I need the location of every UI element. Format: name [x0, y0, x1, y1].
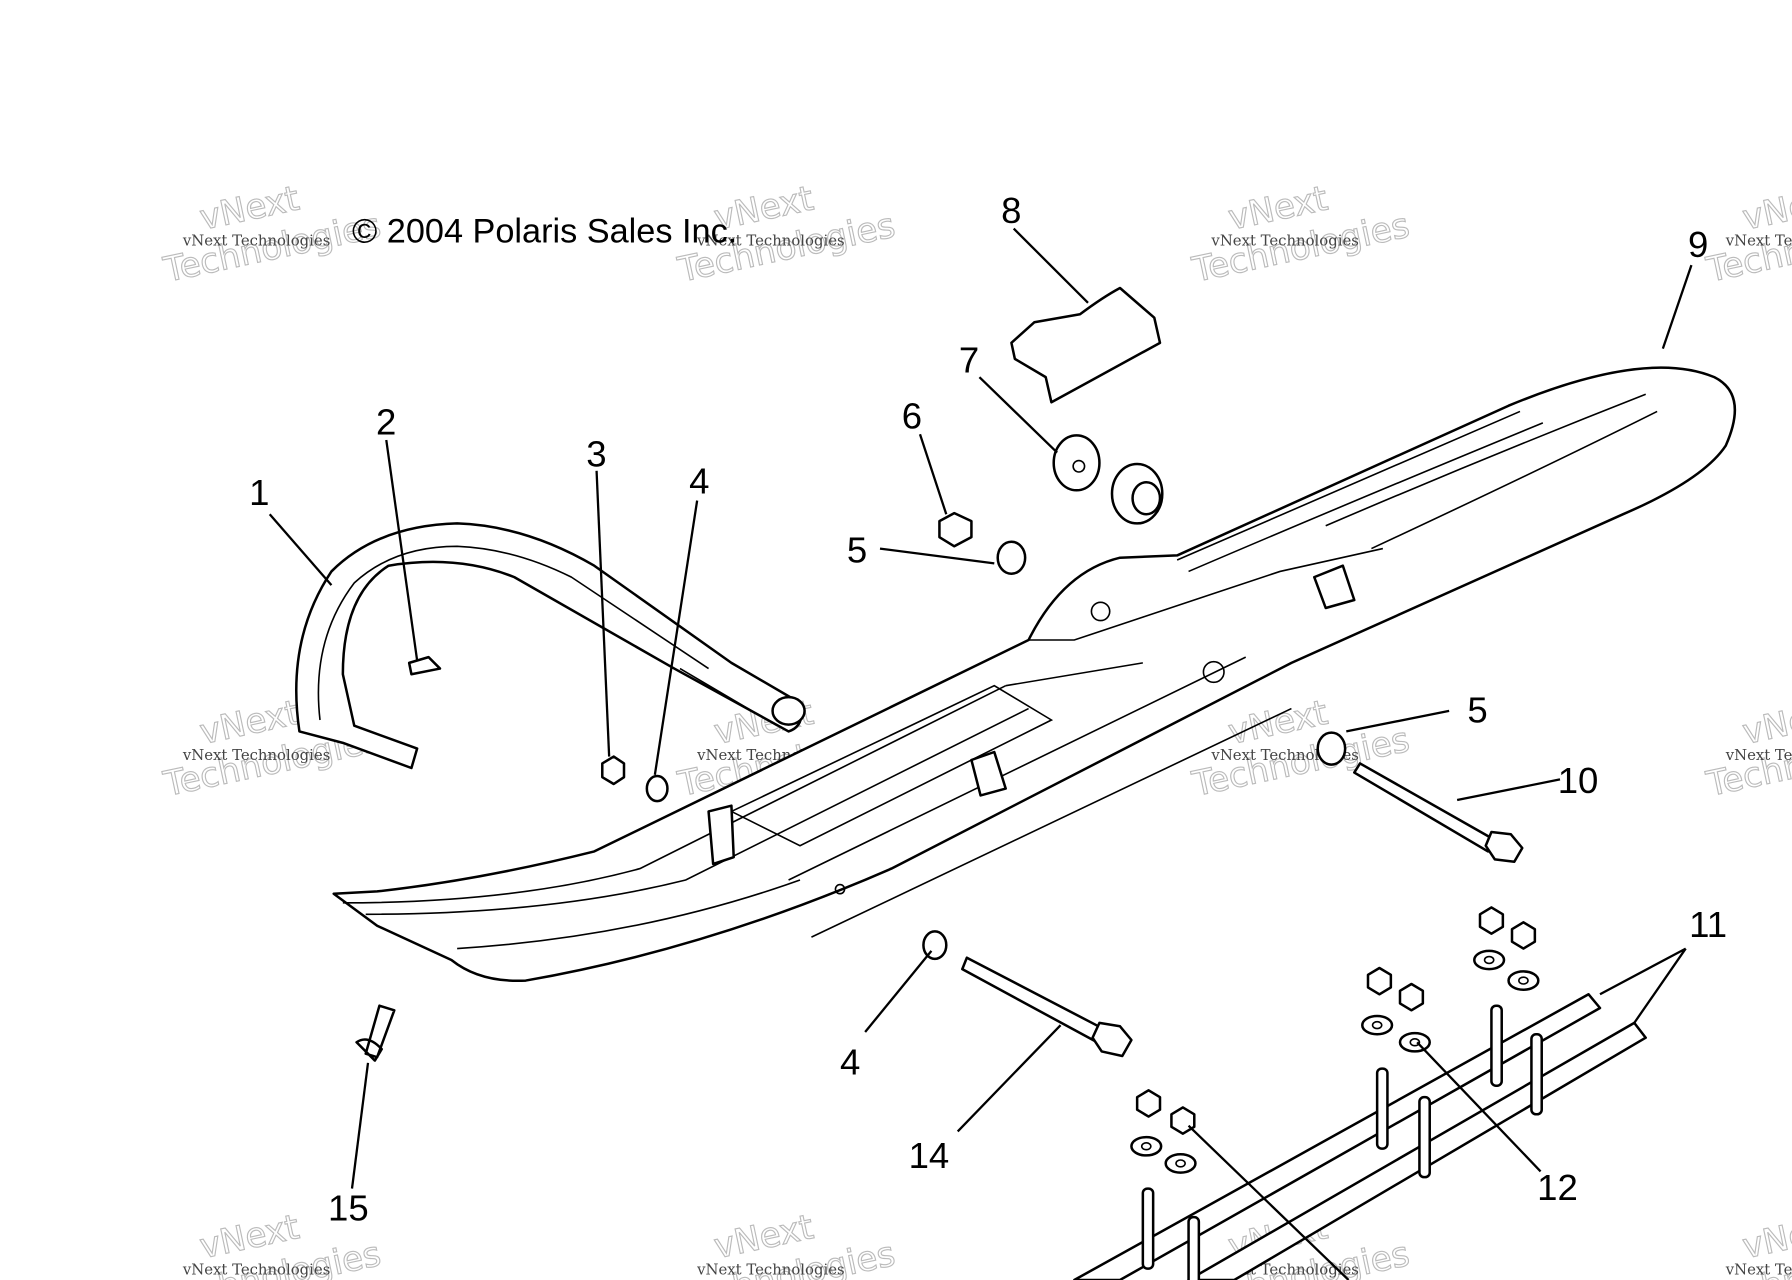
rivet-part-15 [355, 1004, 396, 1062]
lock-nut [1170, 1106, 1196, 1135]
svg-text:vNext Technologies: vNext Technologies [182, 232, 330, 250]
nut-part-3 [601, 755, 626, 786]
copyright-text: © 2004 Polaris Sales Inc. [352, 212, 737, 250]
callout-8: 8 [1001, 190, 1021, 231]
clip-part-2 [407, 655, 442, 676]
svg-text:vNext Technologies: vNext Technologies [1725, 232, 1792, 250]
stud [1490, 1004, 1503, 1087]
svg-text:vNext Technologies: vNext Technologies [696, 232, 844, 250]
washer [1473, 949, 1506, 971]
washer-part-4 [645, 774, 669, 803]
ski-body-part-9 [332, 366, 1737, 983]
stud [1187, 1215, 1201, 1280]
bolt-part-14 [961, 956, 1133, 1058]
carbide-part-11 [1073, 993, 1647, 1280]
callout-7: 7 [959, 340, 979, 381]
svg-text:vNext Technologies: vNext Technologies [696, 1260, 844, 1278]
washer [1507, 970, 1540, 991]
callout-2: 2 [376, 401, 396, 442]
callout-1: 1 [249, 472, 269, 513]
svg-text:vNext Technologies: vNext Technologies [182, 1260, 330, 1278]
svg-text:vNext Technologies: vNext Technologies [1210, 232, 1358, 250]
callout-10: 10 [1558, 760, 1599, 801]
stud [1418, 1095, 1431, 1179]
callout-12: 12 [1537, 1167, 1578, 1208]
washer [1361, 1014, 1394, 1036]
callout-9: 9 [1688, 224, 1708, 265]
callout-4: 4 [689, 461, 709, 502]
svg-text:vNext: vNext [1739, 1207, 1792, 1267]
callout-labels: 1 2 3 4 5 6 7 8 9 5 10 11 4 14 12 15 [249, 190, 1727, 1229]
svg-text:vNext: vNext [1739, 693, 1792, 753]
lock-nut [1366, 966, 1393, 996]
washer-part-5b [1316, 731, 1347, 766]
bushing-part-7 [1052, 434, 1164, 525]
leader-lines [268, 227, 1693, 1280]
washer [1130, 1135, 1163, 1157]
stud [1375, 1067, 1389, 1150]
callout-4b: 4 [840, 1041, 860, 1082]
washer-part-5 [996, 540, 1027, 575]
stud [1530, 1033, 1543, 1116]
nut-part-6 [938, 511, 973, 548]
callout-5b: 5 [1467, 689, 1487, 730]
svg-text:vNext Technologies: vNext Technologies [1725, 1260, 1792, 1278]
svg-text:vNext: vNext [1739, 179, 1792, 239]
stud [1141, 1187, 1155, 1270]
callout-15: 15 [328, 1188, 369, 1229]
callout-5: 5 [847, 529, 867, 570]
washer [1164, 1153, 1197, 1174]
lock-nut [1510, 921, 1537, 950]
callout-6: 6 [902, 396, 922, 437]
lock-nut [1478, 906, 1505, 935]
callout-14: 14 [909, 1135, 950, 1176]
callout-11: 11 [1689, 904, 1727, 945]
callout-3: 3 [586, 433, 606, 474]
svg-text:vNext Technologies: vNext Technologies [182, 746, 330, 764]
lock-nut [1398, 982, 1425, 1012]
block-part-8 [1010, 286, 1162, 404]
bolt-part-10 [1353, 762, 1524, 863]
svg-text:vNext Technologies: vNext Technologies [1725, 746, 1792, 764]
washer [1398, 1031, 1431, 1053]
handle-part-1 [295, 522, 806, 770]
lock-nut [1135, 1089, 1162, 1118]
